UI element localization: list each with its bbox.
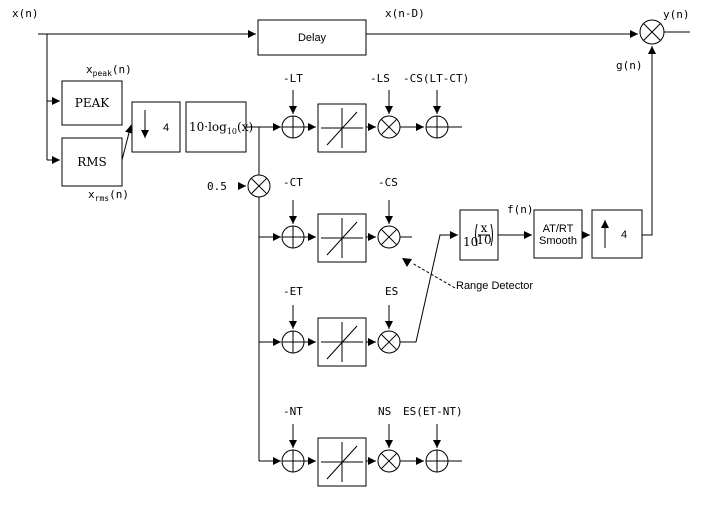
- rms-to-downsample-wire: [121, 124, 133, 161]
- row1-offset-label: -CS(LT-CT): [403, 72, 469, 85]
- row3-multiplier: [377, 330, 401, 354]
- range-selector-wire: [415, 231, 458, 343]
- input-signal-label: x(n): [12, 7, 39, 20]
- peak-block: [61, 80, 123, 126]
- row4-clip-block: [317, 437, 367, 487]
- svg-text:x: x: [481, 221, 488, 235]
- downsample-factor-label: 4: [163, 122, 169, 134]
- row3-clip-block: [317, 317, 367, 367]
- downsample-block: [131, 101, 181, 153]
- row3-threshold-label: -ET: [283, 285, 303, 298]
- row2-multiplier: [377, 225, 401, 249]
- rms-block: [61, 137, 123, 187]
- smoothing-block-label-1: AT/RT: [543, 223, 574, 235]
- delay-block-label: Delay: [298, 32, 327, 44]
- fn-signal-label: f(n): [507, 203, 534, 216]
- row4-adder: [281, 449, 305, 473]
- peak-signal-label: xpeak(n): [86, 63, 132, 78]
- output-multiplier: [639, 19, 665, 45]
- row1-threshold-label: -LT: [283, 72, 303, 85]
- svg-text:10: 10: [463, 235, 478, 249]
- rms-block-label: RMS: [77, 155, 107, 169]
- half-gain-label: 0.5: [207, 180, 227, 193]
- row4-slope-label: NS: [378, 405, 391, 418]
- row4-offset-label: ES(ET-NT): [403, 405, 463, 418]
- peak-block-label: PEAK: [75, 96, 111, 110]
- range-detector-pointer: [411, 262, 456, 289]
- row1-clip-block: [317, 103, 367, 153]
- row4-offset-adder: [425, 449, 449, 473]
- row1-adder: [281, 115, 305, 139]
- delay-block: [257, 19, 367, 56]
- exp-block-formula: 10 x 10: [463, 221, 493, 249]
- row2-threshold-label: -CT: [283, 176, 303, 189]
- row2-adder: [281, 225, 305, 249]
- output-signal-label: y(n): [663, 8, 690, 21]
- row3-adder: [281, 330, 305, 354]
- row3-slope-label: ES: [385, 285, 398, 298]
- row2-slope-label: -CS: [378, 176, 398, 189]
- range-detector-label: Range Detector: [456, 280, 533, 292]
- row1-multiplier: [377, 115, 401, 139]
- log-block-label: 10·log10(x): [189, 120, 253, 136]
- row2-clip-block: [317, 213, 367, 263]
- range-detector-arrowhead-icon: [402, 258, 412, 267]
- row4-multiplier: [377, 449, 401, 473]
- delayed-signal-label: x(n-D): [385, 7, 425, 20]
- log-block: [185, 101, 247, 153]
- row1-offset-adder: [425, 115, 449, 139]
- smoothing-block-label-2: Smooth: [539, 235, 577, 247]
- gain-signal-label: g(n): [616, 59, 643, 72]
- rms-signal-label: xrms(n): [88, 188, 129, 203]
- smoothing-block: [533, 209, 583, 259]
- row4-threshold-label: -NT: [283, 405, 303, 418]
- upsample-factor-label: 4: [621, 229, 627, 241]
- gain-to-output-multiplier-wire: [642, 46, 656, 236]
- row1-slope-label: -LS: [370, 72, 390, 85]
- svg-text:10: 10: [476, 233, 491, 247]
- half-gain-multiplier: [247, 174, 271, 198]
- upsample-block: [591, 209, 643, 259]
